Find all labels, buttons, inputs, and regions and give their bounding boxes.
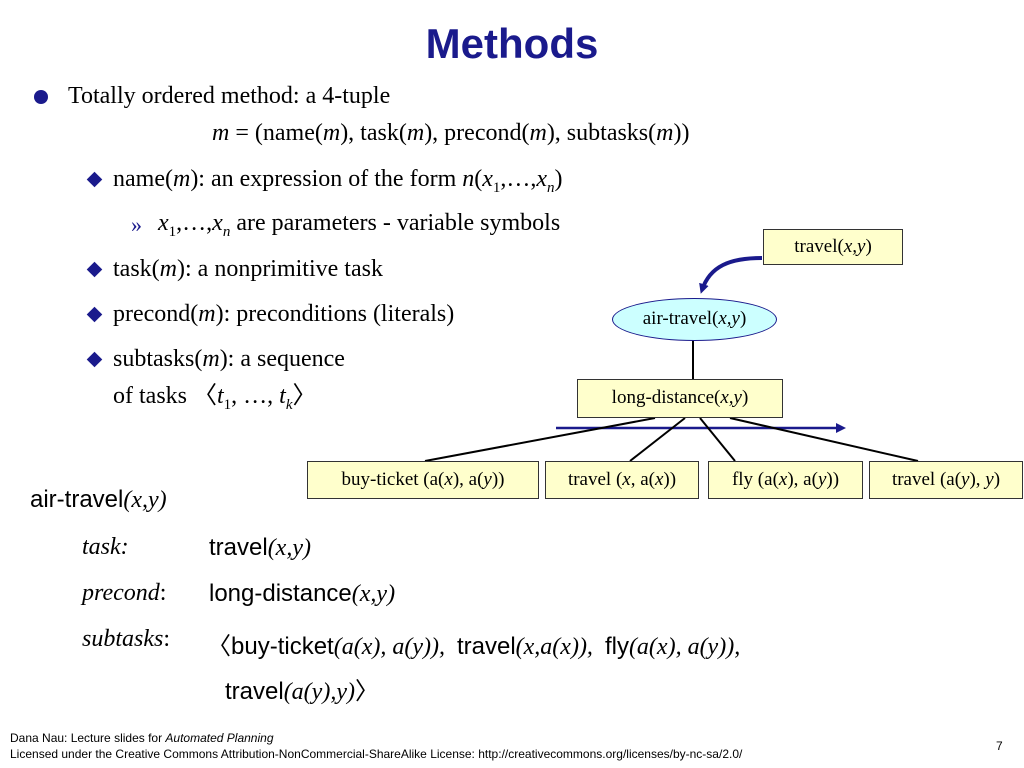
travel-task-box: travel(x,y) — [763, 229, 903, 265]
edge-to-travel — [629, 417, 686, 462]
sub-bullet-subtasks-line2: of tasks 〈t1, …, tk〉 — [113, 383, 317, 413]
example-precond-value: long-distance(x,y) — [209, 580, 396, 607]
bullet-dot — [34, 90, 48, 104]
tuple-definition: m = (name(m), task(m), precond(m), subta… — [212, 120, 690, 146]
sub-bullet-name: name(m): an expression of the form n(x1,… — [113, 166, 563, 196]
example-task-value: travel(x,y) — [209, 534, 311, 561]
subtask-travel-return-box: travel (a(y), y) — [869, 461, 1023, 499]
example-subtasks-value: 〈buy-ticket(a(x), a(y)), travel(x,a(x)),… — [207, 633, 741, 660]
subtask-travel-box: travel (x, a(x)) — [545, 461, 699, 499]
footer-credit: Dana Nau: Lecture slides for Automated P… — [10, 731, 274, 745]
example-task-label: task: — [82, 534, 129, 560]
slide-title: Methods — [425, 20, 599, 67]
example-subtasks-value-line2: travel(a(y),y)〉 — [225, 678, 379, 705]
subtask-buy-ticket-box: buy-ticket (a(x), a(y)) — [307, 461, 539, 499]
page-number: 7 — [996, 739, 1003, 753]
example-precond-label: precond: — [82, 580, 167, 606]
sub-bullet-precond: precond(m): preconditions (literals) — [113, 301, 455, 327]
sub-bullet-parameters: x1,…,xn are parameters - variable symbol… — [158, 210, 561, 240]
subsub-bullet-marker: » — [131, 212, 142, 237]
bullet-method-definition: Totally ordered method: a 4-tuple — [68, 83, 391, 109]
footer-license: Licensed under the Creative Commons Attr… — [10, 747, 743, 761]
sub-bullet-task: task(m): a nonprimitive task — [113, 256, 383, 282]
example-subtasks-label: subtasks: — [82, 626, 171, 652]
sub-bullet-subtasks: subtasks(m): a sequence — [113, 346, 345, 372]
edge-to-buy-ticket — [424, 417, 656, 462]
edge-to-travel-return — [729, 417, 919, 462]
example-method-head: air-travel(x,y) — [30, 486, 167, 513]
subtask-fly-box: fly (a(x), a(y)) — [708, 461, 863, 499]
curved-arrow — [699, 256, 763, 294]
air-travel-method-node: air-travel(x,y) — [612, 298, 777, 341]
long-distance-precond-box: long-distance(x,y) — [577, 379, 783, 418]
edge-to-fly — [699, 417, 736, 462]
